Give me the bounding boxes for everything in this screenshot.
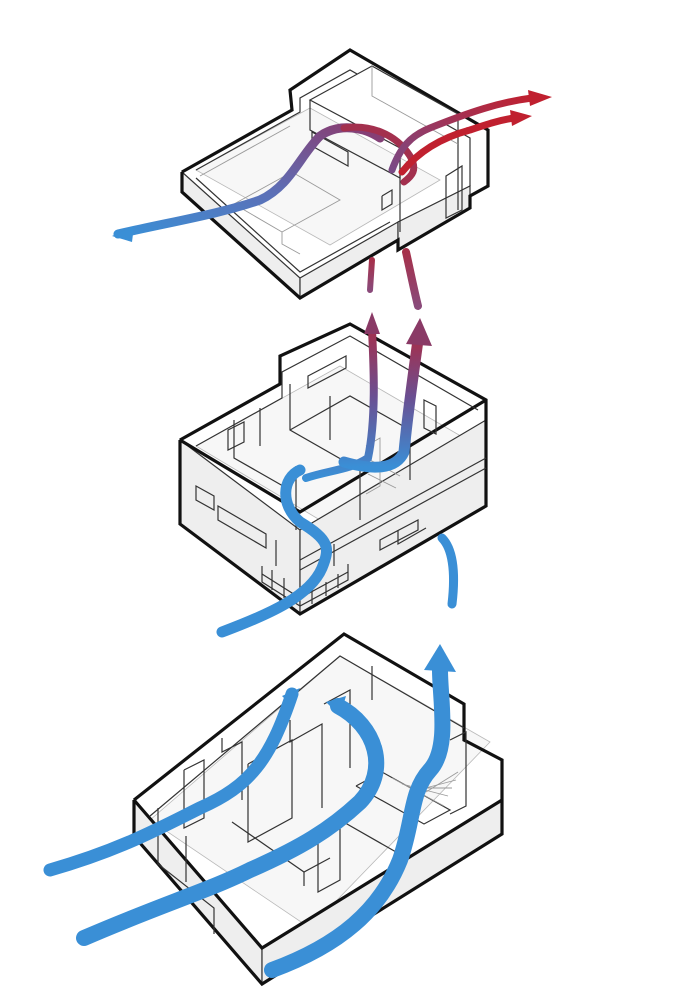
roof-level <box>180 48 490 300</box>
cool-air-stream-2 <box>76 698 385 946</box>
cool-air-stream-5 <box>437 533 459 609</box>
arrow-head-icon <box>112 226 134 242</box>
airflow-arrows <box>43 90 552 978</box>
arrow-head-icon <box>424 644 456 672</box>
connector-stream-2 <box>402 248 422 310</box>
arrow-head-icon <box>364 312 380 334</box>
arrow-head-icon <box>510 110 532 126</box>
cool-air-stream-1 <box>43 687 299 877</box>
rising-air-stream-2 <box>338 334 424 473</box>
warm-air-loop <box>340 123 418 186</box>
cool-air-stream-3 <box>264 662 451 978</box>
arrow-head-icon <box>528 90 552 106</box>
arrow-head-icon <box>406 318 432 346</box>
cool-air-stream-4 <box>216 464 332 638</box>
hot-air-exhaust-2 <box>398 114 518 176</box>
arrow-head-icon <box>326 696 346 716</box>
connector-stream-1 <box>367 257 375 293</box>
hot-air-exhaust-1 <box>388 94 536 174</box>
arrow-head-icon <box>282 688 300 706</box>
rising-air-stream-1 <box>302 326 378 482</box>
